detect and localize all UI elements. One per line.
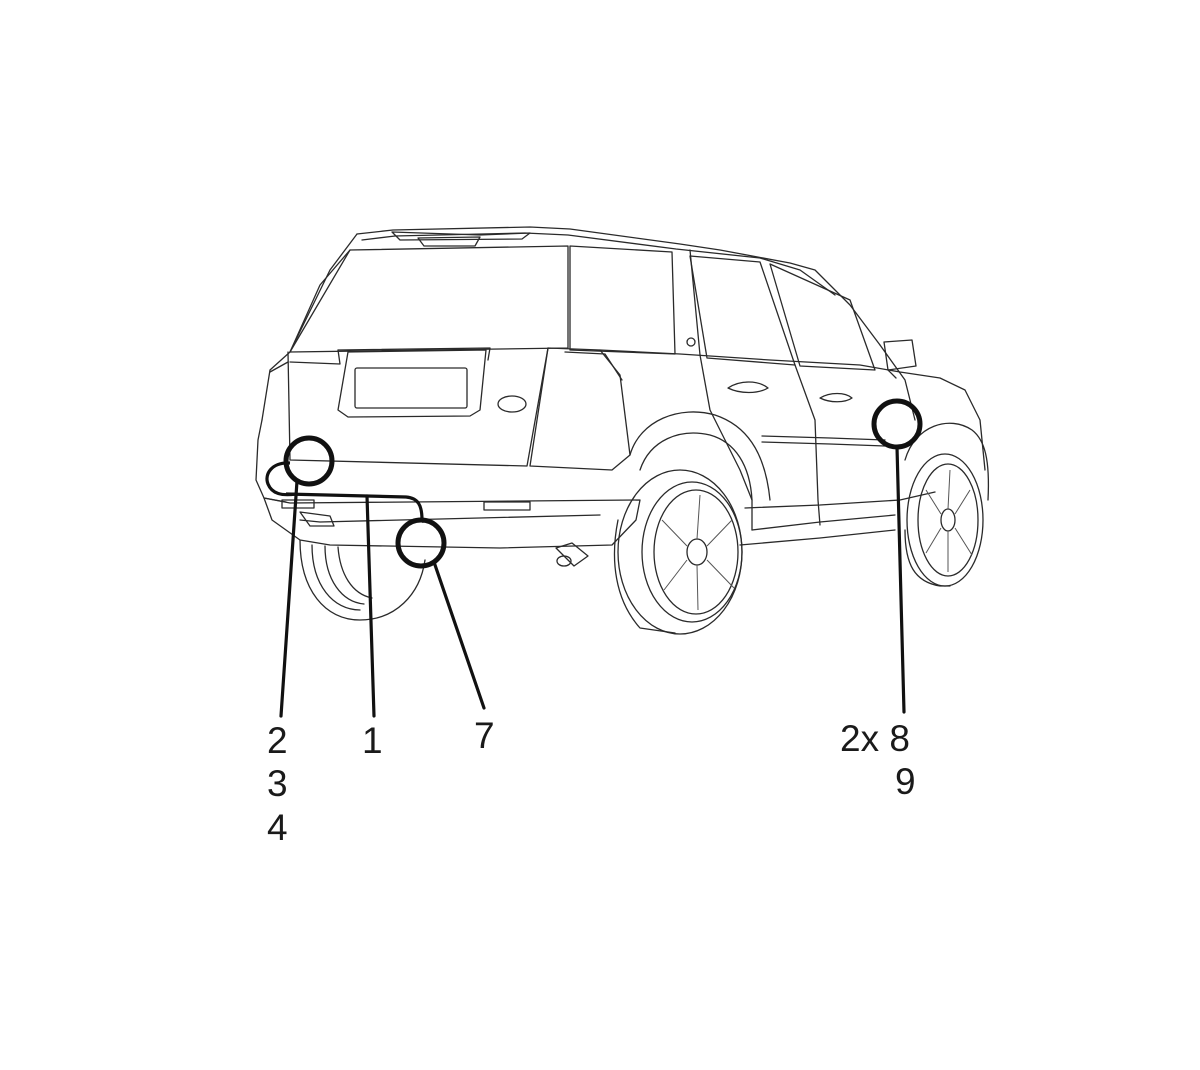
callout-label-3: 3 bbox=[267, 763, 288, 804]
callout-label-9: 9 bbox=[895, 761, 916, 802]
rear-left-wheel bbox=[299, 539, 426, 621]
rear-right-wheel bbox=[613, 469, 743, 635]
callout-ring-bumper-connector bbox=[395, 517, 447, 569]
callout-label-2x-8: 2x 8 bbox=[840, 718, 910, 759]
callout-label-4: 4 bbox=[267, 807, 288, 848]
callout-label-2: 2 bbox=[267, 720, 288, 761]
callout-label-1: 1 bbox=[362, 720, 383, 761]
harness-loop bbox=[265, 461, 297, 497]
leader-line-8-9 bbox=[895, 445, 906, 714]
callout-label-7: 7 bbox=[474, 715, 495, 756]
leader-line-1 bbox=[365, 494, 376, 718]
callout-ring-side-body bbox=[871, 398, 923, 450]
callout-ring-tow-socket bbox=[283, 435, 335, 487]
leader-line-2-3-4 bbox=[279, 479, 299, 718]
front-right-wheel bbox=[904, 453, 984, 587]
vehicle-body bbox=[255, 226, 990, 567]
leader-line-7 bbox=[432, 560, 486, 710]
